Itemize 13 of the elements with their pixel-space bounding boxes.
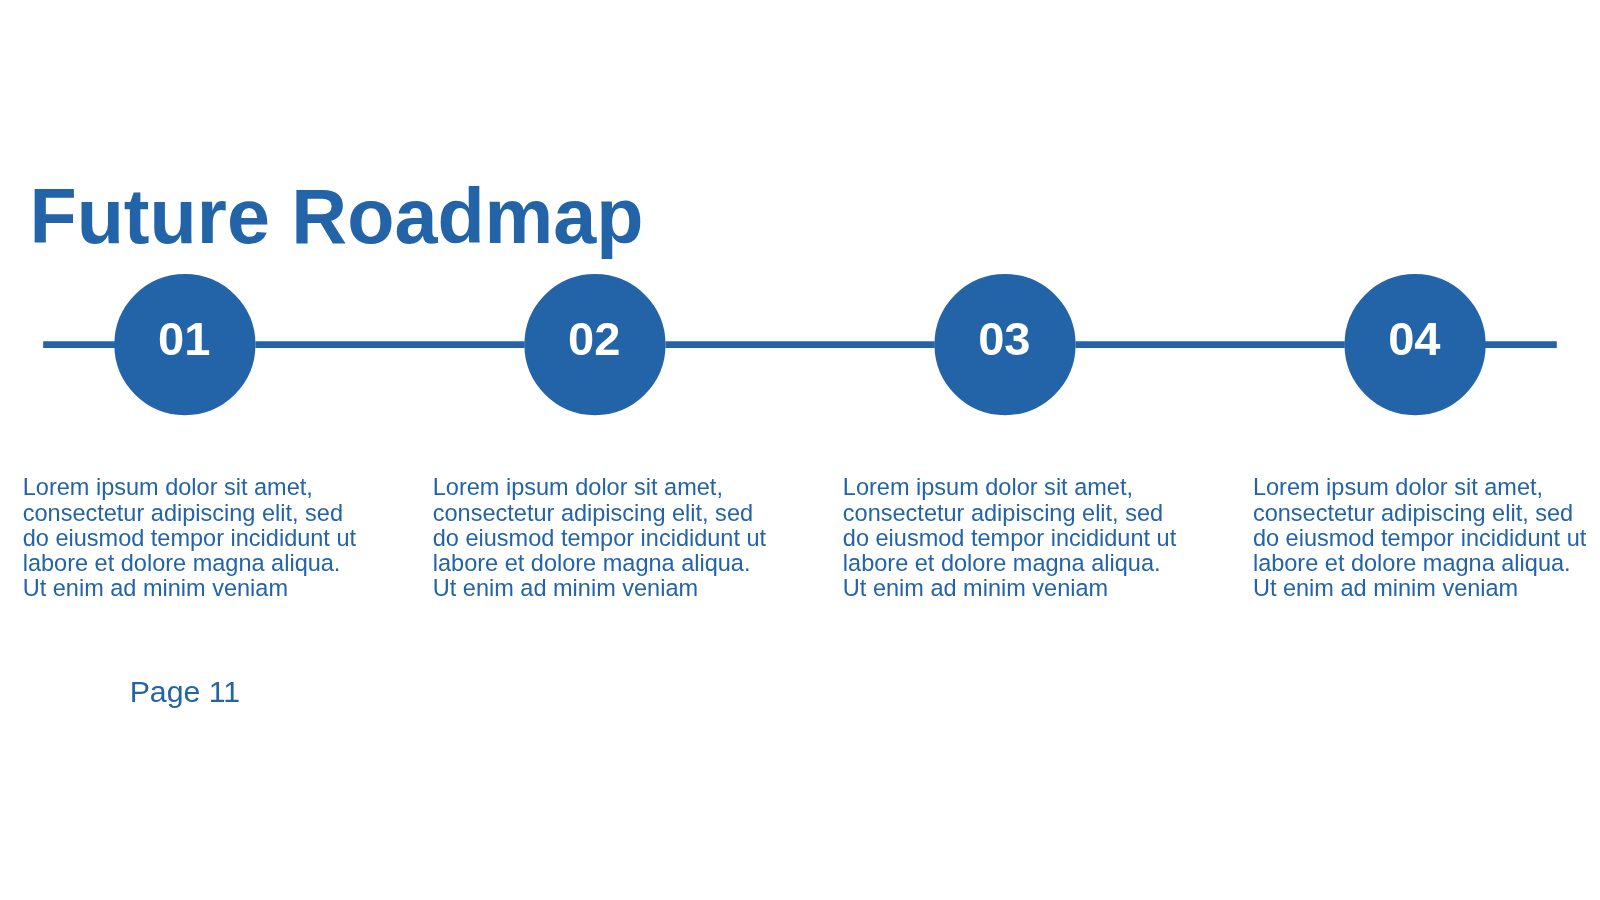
node-circle: 04 xyxy=(1344,273,1486,415)
label: Page 11 xyxy=(129,674,241,708)
diagram-title: Future Roadmap xyxy=(29,172,644,259)
connector xyxy=(255,340,525,348)
node-label: Lorem ipsum dolor sit amet, consectetur adipiscing elit, sed do eiusmod tempor incididunt ut labore et dolore magna aliqua. Ut enim ad minim veniam xyxy=(842,473,1177,601)
node-label: Lorem ipsum dolor sit amet, consectetur adipiscing elit, sed do eiusmod tempor incididunt ut labore et dolore magna aliqua. Ut enim ad minim veniam xyxy=(22,473,357,601)
node-label: Lorem ipsum dolor sit amet, consectetur adipiscing elit, sed do eiusmod tempor incididunt ut labore et dolore magna aliqua. Ut enim ad minim veniam xyxy=(1252,473,1587,601)
node-label: Lorem ipsum dolor sit amet, consectetur adipiscing elit, sed do eiusmod tempor incididunt ut labore et dolore magna aliqua. Ut enim ad minim veniam xyxy=(432,473,767,601)
connector xyxy=(665,340,935,348)
node-circle: 01 xyxy=(114,273,256,415)
node-circle: 03 xyxy=(934,273,1076,415)
connector xyxy=(1075,340,1345,348)
node-circle: 02 xyxy=(524,273,666,415)
